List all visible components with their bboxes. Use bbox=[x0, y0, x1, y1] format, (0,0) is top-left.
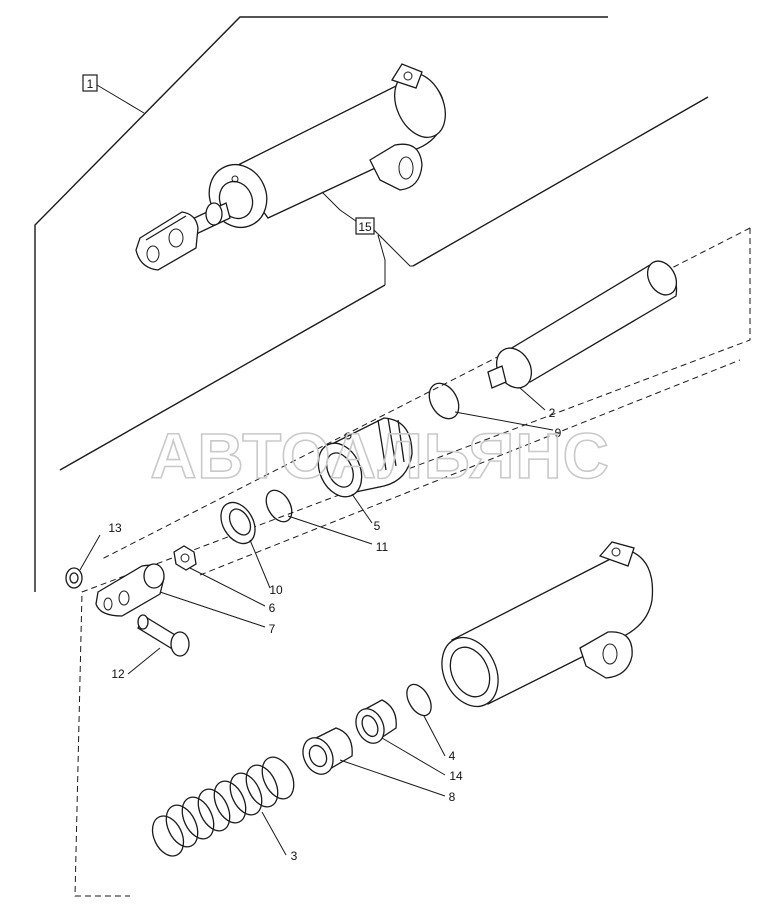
assembly-callout-1: 1 bbox=[82, 74, 98, 92]
callout-label-4: 4 bbox=[449, 749, 456, 763]
callout-label-5: 5 bbox=[374, 519, 381, 533]
assembly-callout-15: 15 bbox=[355, 217, 375, 235]
callout-label-7: 7 bbox=[269, 622, 276, 636]
part-piston-rod bbox=[487, 260, 678, 389]
part-gland bbox=[317, 417, 413, 498]
callout-label-9: 9 bbox=[555, 426, 562, 440]
assembled-cylinder bbox=[135, 63, 446, 271]
part-clevis-pin bbox=[137, 614, 190, 657]
callout-label-13: 13 bbox=[108, 521, 122, 535]
callout-label-8: 8 bbox=[449, 790, 456, 804]
leader-lines bbox=[79, 84, 554, 856]
part-oring-4 bbox=[406, 683, 432, 717]
part-nut bbox=[173, 545, 197, 571]
callout-label-10: 10 bbox=[269, 583, 283, 597]
callout-label-6: 6 bbox=[269, 601, 276, 615]
part-callouts: 2 9 5 11 10 13 6 7 12 4 14 8 3 bbox=[108, 406, 561, 863]
callout-label-3: 3 bbox=[291, 849, 298, 863]
part-spring bbox=[151, 756, 295, 857]
callout-label-12: 12 bbox=[111, 667, 125, 681]
part-piston bbox=[302, 727, 353, 775]
assembly-frame bbox=[34, 16, 709, 592]
part-clevis bbox=[95, 563, 165, 617]
callout-label-15: 15 bbox=[358, 220, 372, 234]
part-bushing bbox=[355, 699, 397, 744]
callout-label-1: 1 bbox=[87, 77, 94, 91]
callout-label-11: 11 bbox=[376, 540, 389, 554]
callout-label-14: 14 bbox=[449, 769, 463, 783]
part-cylinder-barrel bbox=[441, 541, 654, 708]
callout-label-2: 2 bbox=[549, 406, 556, 420]
part-oring-11 bbox=[265, 489, 293, 523]
part-oring-9 bbox=[428, 382, 460, 420]
watermark-text: АВТОАЛЬЯНС bbox=[150, 420, 610, 492]
part-wiper-seal bbox=[220, 501, 256, 545]
part-clip bbox=[65, 567, 83, 589]
